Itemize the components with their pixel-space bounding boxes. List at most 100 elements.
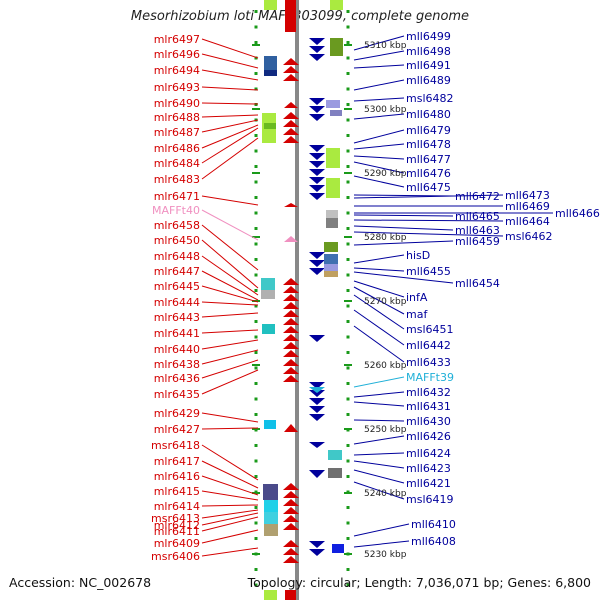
forward-gene (283, 120, 299, 127)
leader-line (201, 270, 259, 301)
leader-line (353, 35, 405, 51)
cog-block (264, 123, 276, 129)
tick-mark-right (346, 103, 350, 106)
tick-mark-left (254, 382, 258, 385)
leader-line (353, 401, 405, 407)
forward-gene (283, 499, 299, 506)
reverse-gene (309, 406, 325, 413)
gene-label-left: mlr6484 (154, 157, 200, 170)
forward-gene (283, 136, 299, 143)
tick-mark-right (346, 56, 350, 60)
major-tick-right (344, 108, 352, 110)
forward-gene (284, 102, 298, 108)
tick-mark-right (346, 273, 350, 277)
gene-label-right: mll6432 (406, 386, 451, 399)
leader-line (201, 427, 259, 430)
tick-mark-left (254, 258, 258, 261)
reverse-gene (309, 98, 325, 105)
leader-line (353, 129, 405, 144)
gene-label-right: mll6477 (406, 153, 451, 166)
cog-block (326, 100, 340, 108)
gene-label-right: hisD (406, 249, 430, 262)
tick-mark-left (254, 56, 258, 60)
major-tick-left (252, 492, 260, 494)
reverse-gene-track (309, 38, 344, 556)
gene-label-right: mll6489 (406, 74, 451, 87)
reverse-gene (309, 260, 325, 267)
major-tick-left (252, 172, 260, 174)
leader-line (353, 435, 405, 445)
forward-gene-track (283, 0, 299, 600)
tick-mark-left (254, 41, 258, 44)
tick-mark-left (254, 506, 258, 509)
reverse-gene (309, 252, 325, 259)
gene-label-right: mll6472 (455, 190, 500, 203)
major-tick-right (344, 300, 352, 302)
tick-mark-right (346, 180, 350, 184)
tick-mark-right (346, 382, 350, 385)
forward-gene (283, 491, 299, 498)
tick-mark-right (346, 459, 350, 463)
forward-gene (283, 278, 299, 285)
reverse-gene (309, 106, 325, 113)
cog-block (324, 264, 338, 271)
gene-label-right: mll6442 (406, 339, 451, 352)
tick-mark-right (346, 444, 350, 447)
right-leaders (353, 35, 553, 548)
gene-label-left: mlr6493 (154, 81, 200, 94)
gene-label-right: msl6419 (406, 493, 454, 506)
scale-label: 5250 kbp (364, 425, 407, 435)
tick-mark-left (254, 149, 258, 153)
gene-label-left: mlr6440 (154, 343, 200, 356)
major-tick-right (344, 364, 352, 366)
tick-mark-left (254, 444, 258, 447)
forward-gene (283, 128, 299, 135)
tick-mark-left (254, 459, 258, 463)
major-tick-left (252, 428, 260, 430)
leader-line (353, 452, 405, 456)
scale-label: 5240 kbp (364, 489, 407, 499)
gene-label-right: mll6469 (505, 200, 550, 213)
gene-label-left: MAFFt40 (152, 204, 200, 217)
leader-line (201, 255, 259, 296)
leader-line (353, 460, 405, 469)
forward-gene (283, 523, 299, 530)
forward-gene (283, 302, 299, 309)
forward-gene (284, 203, 298, 207)
tick-mark-left (254, 537, 258, 540)
tick-mark-left (254, 521, 258, 525)
leader-line (201, 127, 259, 164)
cog-block (264, 0, 277, 10)
reverse-gene (332, 544, 344, 553)
gene-label-left: mlr6486 (154, 142, 200, 155)
tick-mark-left (254, 165, 258, 168)
gene-label-right: maf (406, 308, 428, 321)
leader-line (353, 219, 504, 222)
tick-mark-right (346, 72, 350, 75)
gene-label-right: mll6410 (411, 518, 456, 531)
forward-gene (283, 74, 299, 81)
tick-mark-left (254, 103, 258, 106)
leader-line (353, 175, 405, 188)
gene-label-left: mlr6471 (154, 190, 200, 203)
cog-block (324, 254, 338, 264)
reverse-gene (309, 153, 325, 160)
leader-line (201, 38, 259, 59)
tick-mark-left (254, 583, 258, 587)
tick-mark-left (254, 366, 258, 370)
forward-gene (283, 367, 299, 374)
gene-label-left: mlr6448 (154, 250, 200, 263)
gene-label-left: mlr6490 (154, 97, 200, 110)
forward-gene (283, 112, 299, 119)
reverse-gene (309, 541, 325, 548)
major-tick-right (344, 236, 352, 238)
tick-mark-right (346, 196, 350, 199)
leader-line (353, 391, 405, 398)
leader-line (353, 64, 405, 69)
leader-line (353, 97, 405, 102)
cog-block (261, 290, 275, 299)
leader-line (201, 516, 259, 532)
tick-mark-left (254, 211, 258, 215)
gene-label-right: mll6430 (406, 415, 451, 428)
gene-label-left: mlr6412 (154, 519, 200, 532)
